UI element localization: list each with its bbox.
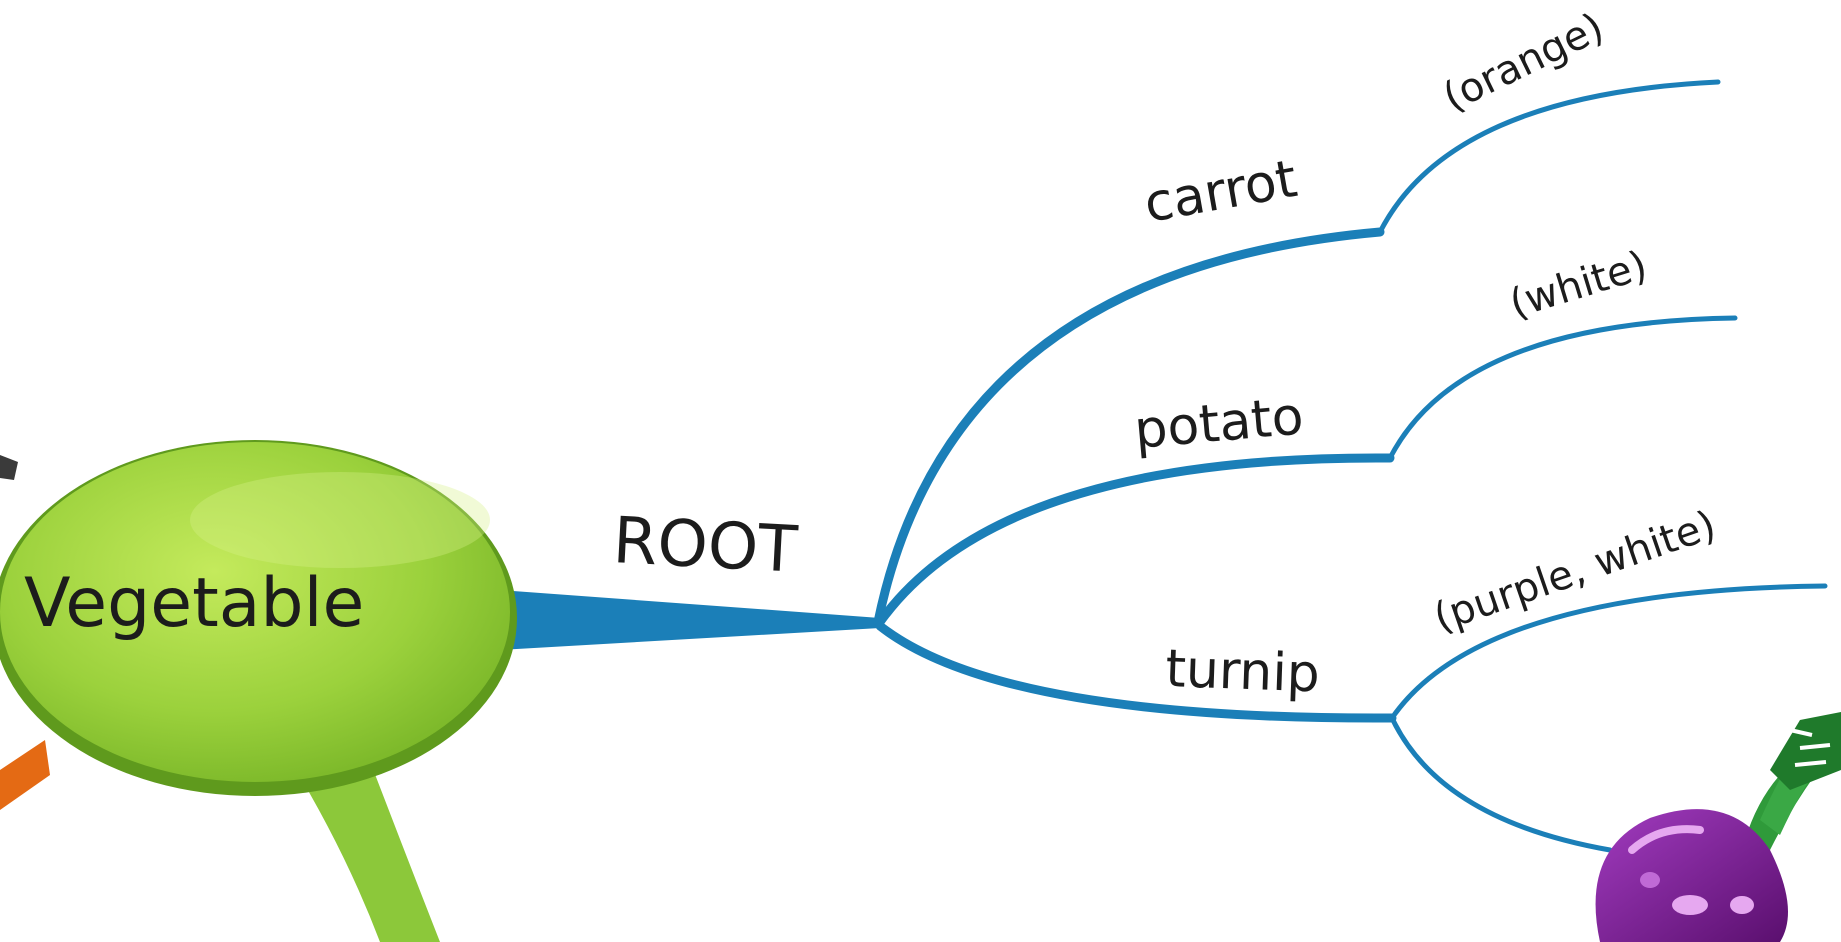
potato-branch-line [875, 453, 1395, 627]
turnip-icon [1595, 712, 1841, 942]
turnip-image-line [1389, 715, 1613, 853]
left-dark-branch [0, 455, 18, 480]
turnip-branch-line [875, 621, 1397, 723]
carrot-detail-line [1377, 79, 1721, 235]
turnip-detail-label: (purple, white) [1428, 502, 1721, 641]
carrot-branch-line [873, 227, 1385, 627]
carrot-detail-label: (orange) [1436, 4, 1611, 121]
central-node-label: Vegetable [24, 564, 364, 643]
potato-detail-label: (white) [1504, 242, 1652, 327]
carrot-label: carrot [1140, 149, 1301, 235]
potato-label: potato [1132, 386, 1306, 461]
potato-detail-line [1387, 315, 1738, 461]
turnip-label: turnip [1165, 639, 1321, 704]
root-branch-label: ROOT [611, 504, 800, 588]
turnip-detail-line [1389, 583, 1828, 721]
central-node[interactable]: Vegetable [0, 440, 517, 796]
root-branch-line [500, 590, 880, 650]
left-orange-branch [0, 740, 50, 810]
